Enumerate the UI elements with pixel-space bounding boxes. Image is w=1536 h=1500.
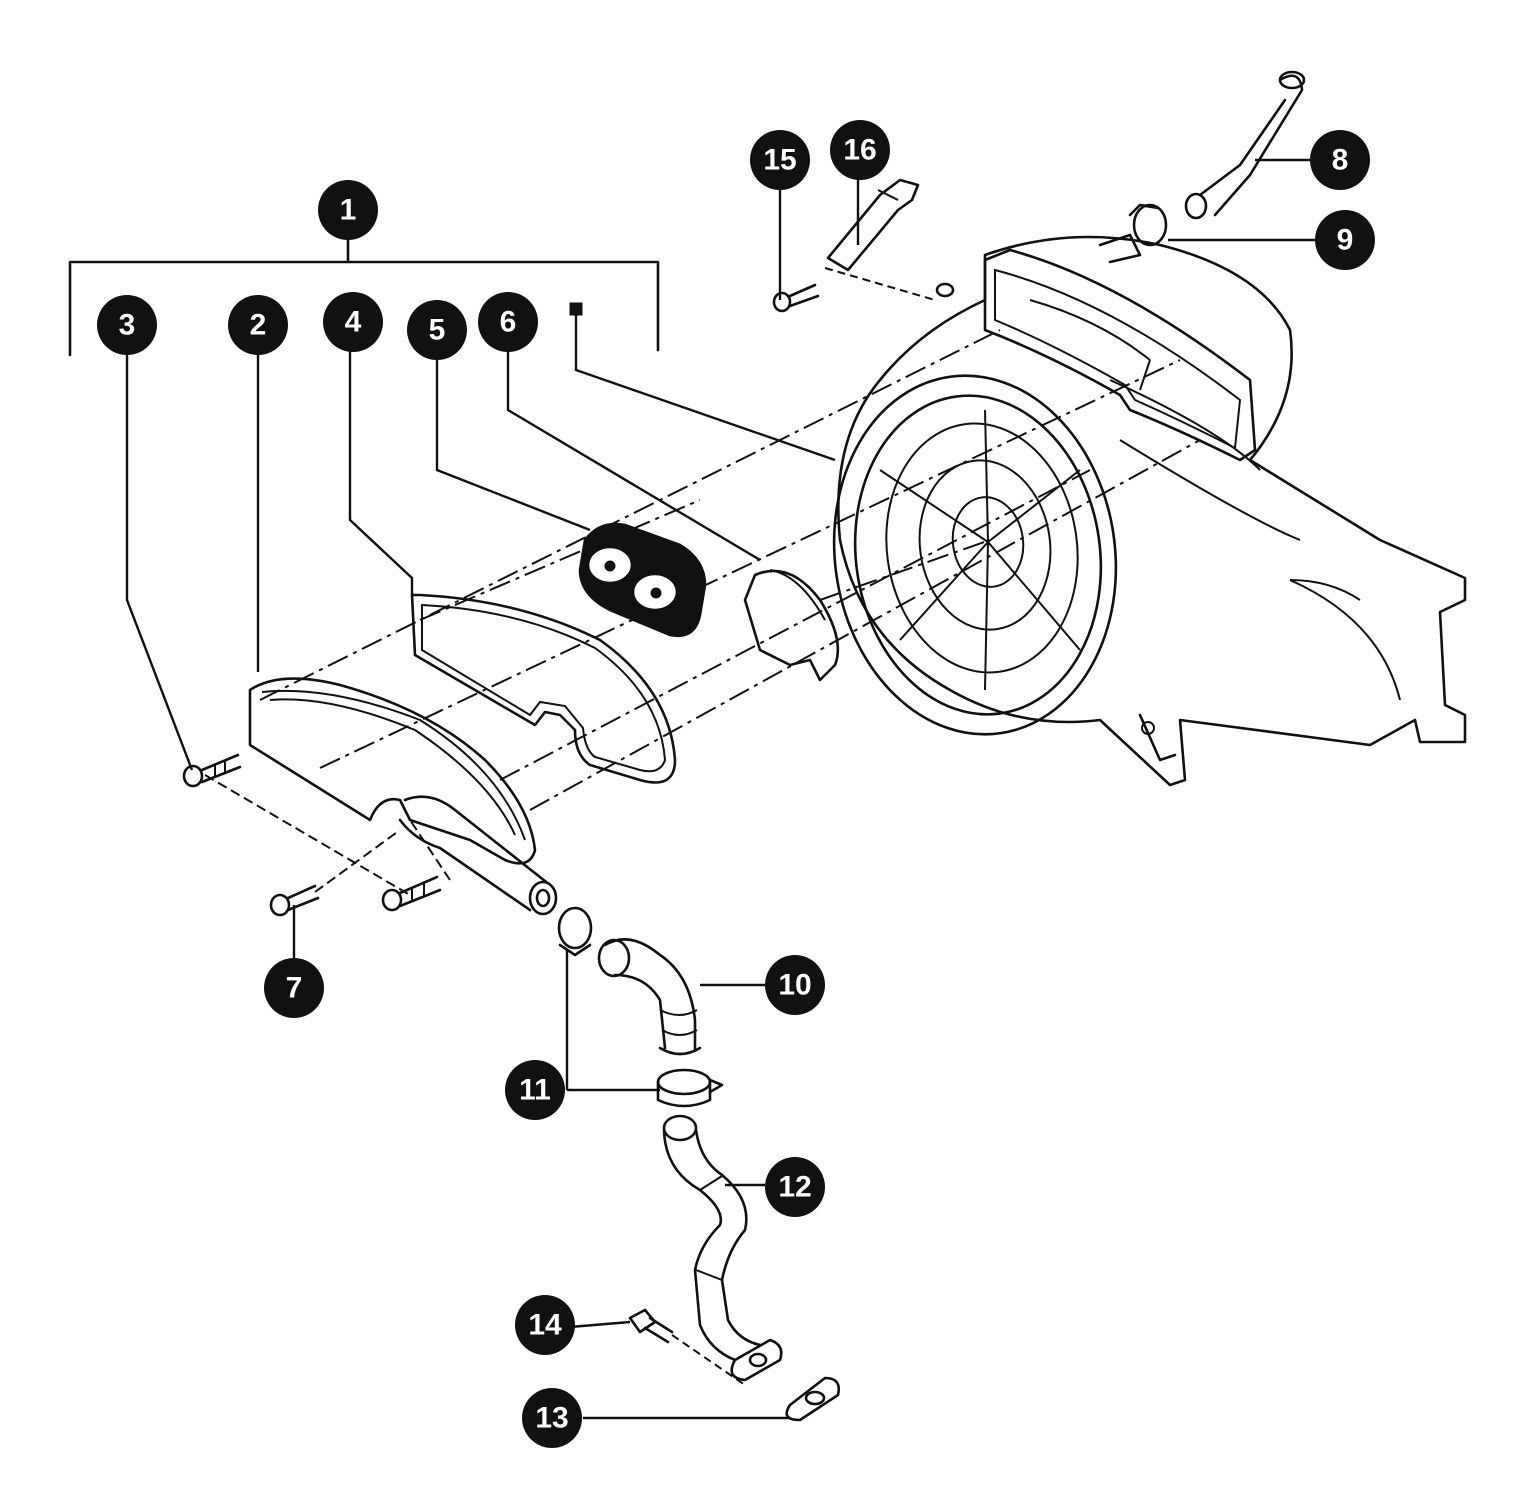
svg-text:1: 1 [340, 194, 357, 227]
part-11-clamp-upper [557, 906, 593, 957]
svg-text:7: 7 [286, 972, 303, 1005]
callout-6: 6 [478, 292, 538, 352]
svg-text:16: 16 [843, 134, 876, 167]
callout-12: 12 [765, 1157, 825, 1217]
svg-text:15: 15 [763, 144, 796, 177]
fan-housing [832, 235, 1467, 787]
callout-4: 4 [323, 292, 383, 352]
callout-3: 3 [97, 295, 157, 355]
callout-16: 16 [830, 120, 890, 180]
part-5-mount-block [578, 522, 707, 638]
leader-lines [125, 158, 1315, 1420]
housing-top-fitting [824, 267, 955, 301]
part-11-clamp-lower [656, 1068, 724, 1108]
svg-text:14: 14 [528, 1309, 562, 1342]
svg-text:8: 8 [1332, 144, 1349, 177]
svg-text:4: 4 [345, 306, 362, 339]
callout-11: 11 [505, 1060, 565, 1120]
part-15-screw [772, 283, 820, 313]
callout-13: 13 [522, 1388, 582, 1448]
svg-text:10: 10 [778, 969, 811, 1002]
kit-bracket [68, 238, 660, 357]
part-10-elbow-hose [597, 938, 702, 1056]
callout-7: 7 [264, 958, 324, 1018]
callout-9: 9 [1315, 210, 1375, 270]
svg-text:6: 6 [500, 306, 517, 339]
part-9-clamp [1098, 203, 1168, 264]
part-16-bracket [826, 178, 920, 272]
svg-text:9: 9 [1337, 224, 1354, 257]
reference-marker [569, 302, 583, 316]
part-4-gasket [410, 593, 677, 784]
part-14-bolt [628, 1308, 746, 1386]
part-2-cover-plate [248, 677, 558, 916]
screw-loose [381, 875, 442, 912]
callout-5: 5 [407, 300, 467, 360]
screw-part-3 [182, 753, 242, 788]
part-13-gasket [785, 1376, 840, 1422]
callout-8: 8 [1310, 130, 1370, 190]
part-8-hose [1184, 70, 1306, 220]
part-6-flap [743, 569, 840, 682]
dashed-screw-axes [204, 774, 451, 896]
callout-2: 2 [228, 295, 288, 355]
svg-text:12: 12 [778, 1171, 811, 1204]
alignment-lines [259, 329, 1201, 811]
svg-text:11: 11 [519, 1074, 551, 1107]
callout-10: 10 [765, 955, 825, 1015]
callout-14: 14 [515, 1295, 575, 1355]
callout-15: 15 [750, 130, 810, 190]
part-12-pipe [662, 1114, 783, 1382]
svg-text:5: 5 [429, 314, 446, 347]
svg-text:3: 3 [119, 309, 136, 342]
svg-text:13: 13 [535, 1402, 568, 1435]
callout-1: 1 [318, 180, 378, 240]
svg-text:2: 2 [250, 309, 267, 342]
